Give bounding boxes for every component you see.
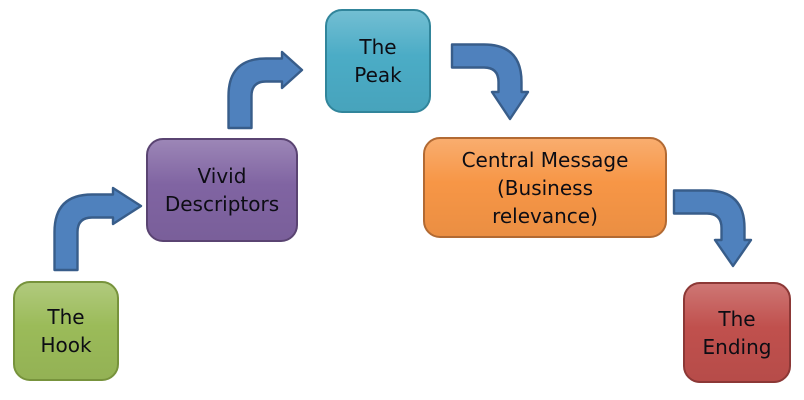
arrow-peak-to-central-icon bbox=[450, 43, 530, 121]
node-the-ending-label: The Ending bbox=[702, 306, 772, 359]
node-vivid-descriptors-label: Vivid Descriptors bbox=[164, 164, 280, 216]
arrow-central-to-ending-icon bbox=[672, 189, 753, 268]
node-vivid-descriptors: Vivid Descriptors bbox=[146, 138, 298, 242]
arrow-hook-to-vivid-icon bbox=[53, 186, 143, 272]
arrow-vivid-to-peak-icon bbox=[227, 50, 304, 130]
node-the-hook-label: The Hook bbox=[40, 305, 92, 357]
node-the-peak-label: The Peak bbox=[354, 35, 402, 87]
node-central-message: Central Message (Business relevance) bbox=[423, 137, 667, 238]
node-the-ending: The Ending bbox=[683, 282, 791, 383]
node-the-peak: The Peak bbox=[325, 9, 431, 113]
node-the-hook: The Hook bbox=[13, 281, 119, 381]
node-central-message-label: Central Message (Business relevance) bbox=[461, 147, 629, 228]
